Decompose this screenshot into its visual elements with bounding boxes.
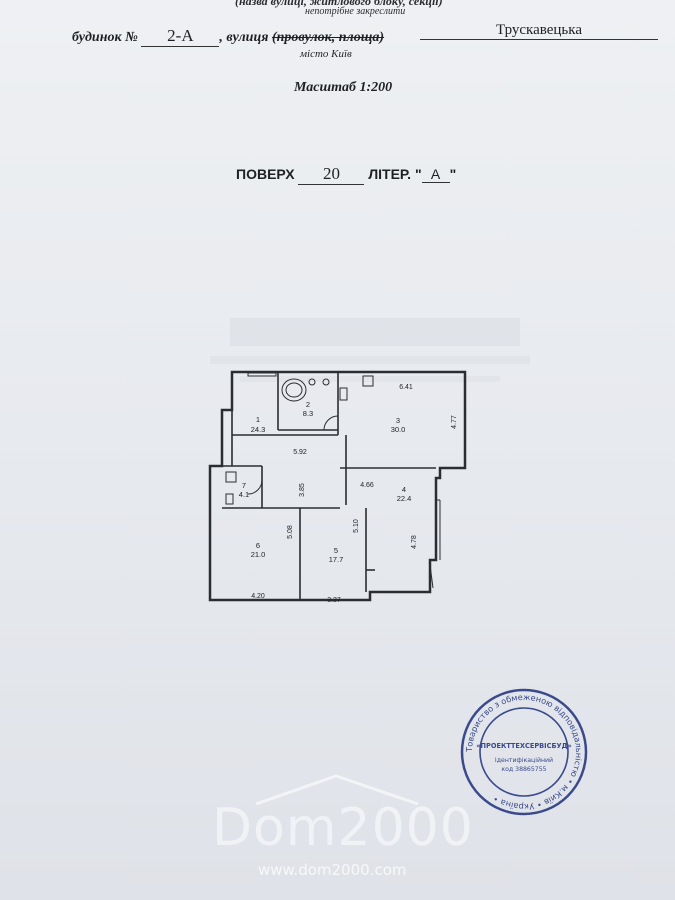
- seal-ring-text: Товариство з обмеженою відповідальністю …: [464, 692, 584, 812]
- seal-company-name: «ПРОЕКТТЕХСЕРВІСБУД»: [476, 742, 571, 750]
- header-top-line: (назва вулиці, житлового блоку, секції): [235, 0, 443, 8]
- letter-value: А: [421, 166, 450, 183]
- dim-5-10: 5.10: [353, 519, 360, 533]
- room-area-5: 17.7: [329, 555, 344, 564]
- company-seal: Товариство з обмеженою відповідальністю …: [460, 688, 588, 816]
- room-area-3: 30.0: [391, 425, 406, 434]
- room-area-1: 24.3: [251, 425, 266, 434]
- seal-id-code: код 38865755: [501, 766, 546, 773]
- header-sub-note: непотрібне закреслити: [305, 6, 406, 17]
- room-number-5: 5: [334, 546, 338, 555]
- scale-label: Масштаб 1:200: [294, 80, 393, 95]
- dim-4-66: 4.66: [360, 482, 374, 489]
- dim-3-37: 3.37: [327, 597, 341, 604]
- room-number-2: 2: [306, 400, 310, 409]
- house-number: 2-А: [141, 26, 220, 47]
- dim-4-77: 4.77: [451, 415, 458, 429]
- watermark-brand: Dom2000: [212, 798, 474, 858]
- floor-plan: 1 24.3 2 8.3 3 30.0 4 22.4 5 17.7 6 21.0…: [208, 370, 467, 604]
- floor-label: ПОВЕРХ: [236, 166, 295, 182]
- watermark-url: www.dom2000.com: [258, 861, 407, 879]
- house-label: будинок №: [72, 30, 138, 45]
- room-number-7: 7: [242, 481, 246, 490]
- dimension-labels: 6.41 4.77 5.92 3.85 4.66 4.78 5.08 5.10 …: [251, 384, 458, 604]
- room-number-6: 6: [256, 541, 260, 550]
- reverse-side-showthrough: [210, 318, 530, 382]
- address-line: будинок № 2-А, вулиця (провулок, площа): [72, 26, 384, 47]
- floor-number: 20: [298, 164, 365, 185]
- room-number-4: 4: [402, 485, 406, 494]
- room-number-3: 3: [396, 416, 400, 425]
- city-note: місто Київ: [300, 48, 352, 60]
- street-struck: (провулок, площа): [271, 30, 385, 45]
- room-area-4: 22.4: [397, 494, 412, 503]
- dim-5-92: 5.92: [293, 449, 307, 456]
- room-area-2: 8.3: [303, 409, 313, 418]
- fixtures: [225, 372, 441, 589]
- exterior-walls: [208, 370, 467, 602]
- street-name: Трускавецька: [420, 22, 658, 40]
- floor-line: ПОВЕРХ 20 ЛІТЕР. "А": [236, 164, 456, 185]
- watermark-roof-icon: [255, 774, 419, 806]
- dim-5-08: 5.08: [287, 525, 294, 539]
- letter-quote-close: ": [449, 166, 457, 182]
- room-labels: 1 24.3 2 8.3 3 30.0 4 22.4 5 17.7 6 21.0…: [239, 400, 412, 564]
- street-label: , вулиця: [219, 30, 269, 45]
- room-area-6: 21.0: [251, 550, 266, 559]
- dim-4-20: 4.20: [251, 593, 265, 600]
- room-area-7: 4.1: [239, 490, 249, 499]
- seal-id-label: Ідентифікаційний: [495, 756, 553, 764]
- dim-4-78: 4.78: [411, 535, 418, 549]
- letter-label: ЛІТЕР.: [368, 166, 412, 182]
- dim-6-41: 6.41: [399, 384, 413, 391]
- room-number-1: 1: [256, 415, 260, 424]
- interior-walls: [222, 372, 436, 600]
- letter-quote-open: ": [414, 166, 422, 182]
- dim-3-85: 3.85: [299, 483, 306, 497]
